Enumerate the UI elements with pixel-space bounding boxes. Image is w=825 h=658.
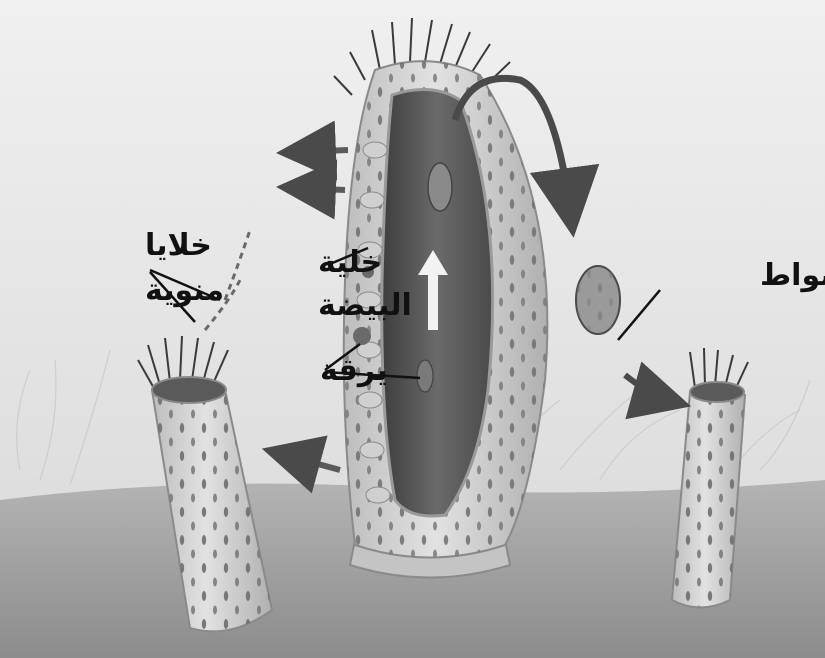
egg-cell-label-line2: البيضة [318, 288, 412, 323]
egg-cell-label-line1: خلية [318, 245, 382, 280]
bud-label: أسواط [760, 255, 825, 293]
larva-label: يرقة [320, 353, 388, 388]
larva-in-cavity [428, 163, 452, 211]
sperm-cells-label-line1: خلايا [145, 228, 212, 263]
sperm-cells-label-line2: منوية [145, 273, 224, 308]
